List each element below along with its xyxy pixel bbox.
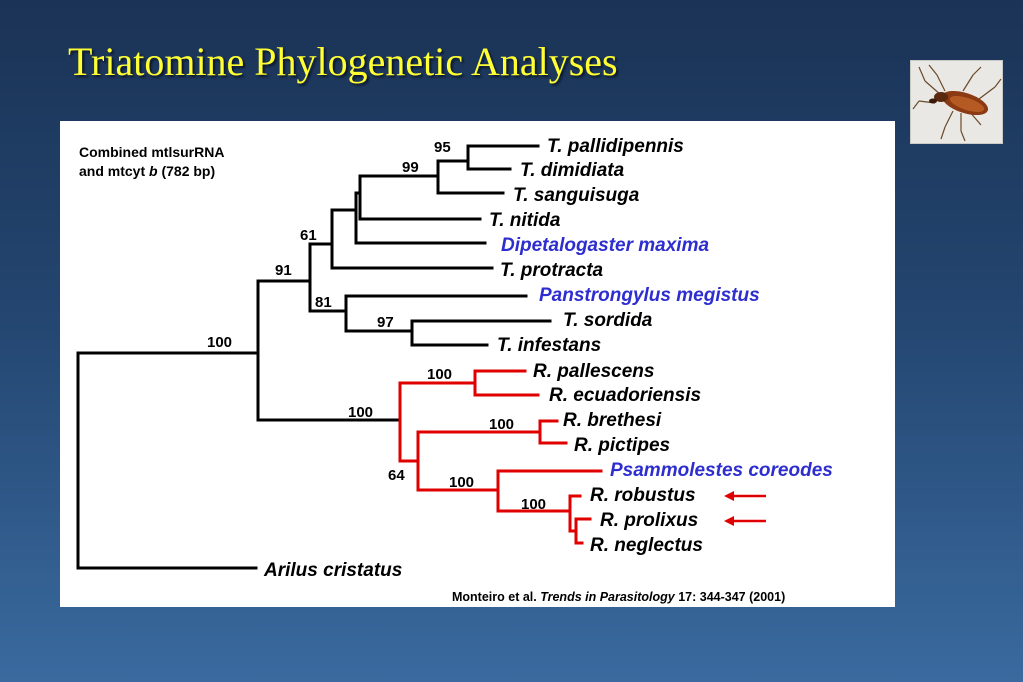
taxon-arilus-cristatus: Arilus cristatus <box>264 560 403 581</box>
bootstrap-100-pallescens: 100 <box>427 366 453 383</box>
citation-details: 17: 344-347 (2001) <box>674 590 786 604</box>
taxon-t-dimidiata: T. dimidiata <box>520 160 625 181</box>
dataset-line2-suffix: (782 bp) <box>157 163 216 179</box>
black-branches <box>76 144 552 570</box>
taxon-r-ecuadoriensis: R. ecuadoriensis <box>549 385 702 406</box>
bootstrap-97: 97 <box>377 314 394 331</box>
taxon-r-prolixus: R. prolixus <box>600 510 699 531</box>
taxon-t-nitida: T. nitida <box>489 210 561 231</box>
taxon-t-protracta: T. protracta <box>500 260 604 281</box>
highlight-arrows <box>724 491 766 526</box>
citation-journal: Trends in Parasitology <box>540 590 675 604</box>
red-branches <box>398 369 603 545</box>
taxon-r-pallescens: R. pallescens <box>533 361 655 382</box>
taxon-t-pallidipennis: T. pallidipennis <box>547 136 684 157</box>
bootstrap-100-rhodniini: 100 <box>348 404 374 421</box>
citation-authors: Monteiro et al. <box>452 590 541 604</box>
bug-image <box>911 61 1002 143</box>
taxon-t-infestans: T. infestans <box>497 335 602 356</box>
taxon-r-robustus: R. robustus <box>590 485 696 506</box>
taxon-psammolestes-coreodes: Psammolestes coreodes <box>610 460 833 481</box>
taxon-r-pictipes: R. pictipes <box>574 435 671 456</box>
bootstrap-99: 99 <box>402 159 419 176</box>
taxon-dipetalogaster-maxima: Dipetalogaster maxima <box>501 235 710 256</box>
taxon-r-brethesi: R. brethesi <box>563 410 662 431</box>
bootstrap-81: 81 <box>315 294 332 311</box>
dataset-label: Combined mtlsurRNA and mtcyt b (782 bp) <box>79 143 224 181</box>
bootstrap-91: 91 <box>275 262 292 279</box>
taxon-panstrongylus-megistus: Panstrongylus megistus <box>539 285 760 306</box>
dataset-line2: and mtcyt b (782 bp) <box>79 162 224 181</box>
dataset-line1: Combined mtlsurRNA <box>79 144 225 160</box>
bootstrap-100-root: 100 <box>207 334 233 351</box>
taxon-r-neglectus: R. neglectus <box>590 535 703 556</box>
taxon-t-sanguisuga: T. sanguisuga <box>513 185 640 206</box>
citation: Monteiro et al. Trends in Parasitology 1… <box>452 590 785 604</box>
taxon-t-sordida: T. sordida <box>563 310 653 331</box>
dataset-gene-name: b <box>149 163 158 179</box>
slide-title: Triatomine Phylogenetic Analyses <box>68 39 618 84</box>
dataset-line2-prefix: and mtcyt <box>79 163 150 179</box>
bootstrap-100-prolixus: 100 <box>521 496 547 513</box>
phylogenetic-tree-panel: Combined mtlsurRNA and mtcyt b (782 bp) … <box>60 121 895 607</box>
bootstrap-100-psammolestes: 100 <box>449 474 475 491</box>
bootstrap-95: 95 <box>434 139 451 156</box>
triatomine-bug-photo <box>910 60 1003 144</box>
tree-branches <box>76 144 766 570</box>
bootstrap-61: 61 <box>300 227 317 244</box>
bootstrap-64: 64 <box>388 467 405 484</box>
bootstrap-100-brethesi: 100 <box>489 416 515 433</box>
